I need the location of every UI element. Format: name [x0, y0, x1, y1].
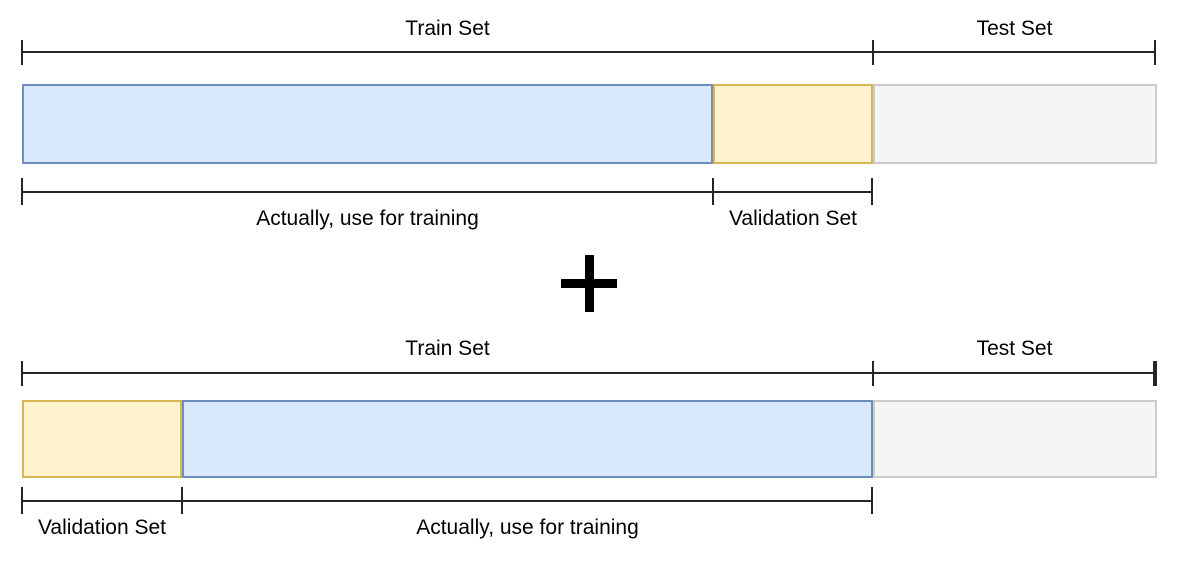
bracket-tick	[712, 178, 714, 205]
split-bar-bottom	[22, 400, 1157, 478]
lower-bracket-line-bottom	[22, 500, 873, 502]
lower-bracket-line-top	[22, 191, 873, 193]
validation-set-label-top: Validation Set	[728, 207, 858, 230]
test-set-label-top: Test Set	[976, 17, 1053, 40]
segment-test	[873, 400, 1157, 478]
train-set-label-bottom: Train Set	[405, 337, 490, 360]
segment-actual-training	[22, 84, 714, 164]
segment-validation	[22, 400, 183, 478]
train-set-label-top: Train Set	[405, 17, 490, 40]
bracket-tick	[181, 487, 183, 514]
bracket-tick	[21, 361, 23, 386]
actual-training-label-bottom: Actually, use for training	[416, 516, 639, 539]
bracket-tick	[21, 487, 23, 514]
bracket-tick	[1154, 40, 1156, 65]
bracket-tick	[21, 40, 23, 65]
bracket-tick	[872, 361, 874, 386]
actual-training-label-top: Actually, use for training	[256, 207, 479, 230]
segment-actual-training	[182, 400, 874, 478]
bracket-tick	[872, 40, 874, 65]
plus-icon	[561, 255, 617, 312]
upper-bracket-line-bottom	[22, 372, 1156, 374]
upper-bracket-line-top	[22, 51, 1156, 53]
test-set-label-bottom: Test Set	[976, 337, 1053, 360]
plus-vertical-bar	[585, 255, 594, 312]
segment-validation	[713, 84, 874, 164]
bracket-tick	[871, 487, 873, 514]
bracket-tick	[1153, 361, 1157, 386]
segment-test	[873, 84, 1157, 164]
validation-set-label-bottom: Validation Set	[37, 516, 167, 539]
bracket-tick	[871, 178, 873, 205]
bracket-tick	[21, 178, 23, 205]
split-bar-top	[22, 84, 1157, 164]
